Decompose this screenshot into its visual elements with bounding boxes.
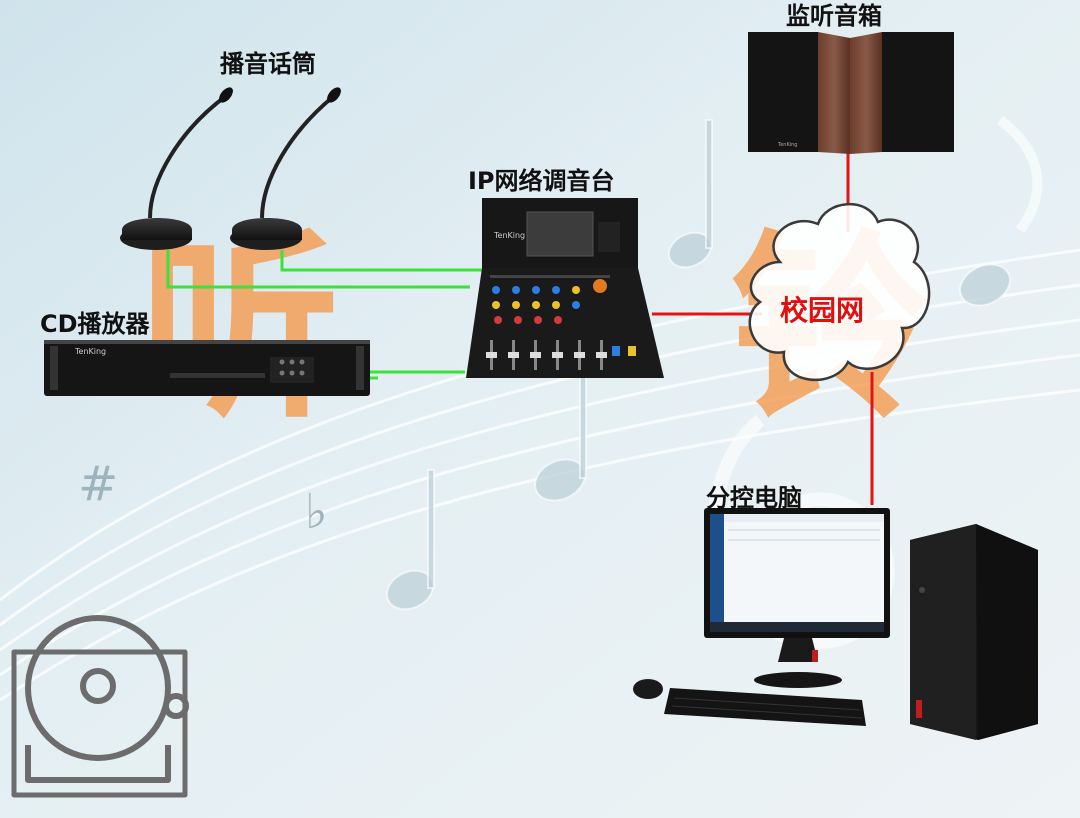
mixer-brand-label: TenKing — [493, 231, 525, 240]
svg-text:#: # — [78, 456, 118, 512]
mixer-knobs — [492, 279, 607, 324]
local-links — [166, 250, 482, 380]
label-network: 校园网 — [780, 294, 864, 327]
microphone-1 — [120, 87, 233, 250]
sharp-flat-decoration: # ♭ — [78, 456, 328, 540]
speaker-device: TenKing — [748, 32, 954, 154]
mixer-faders — [486, 340, 636, 370]
label-pc: 分控电脑 — [706, 484, 802, 512]
cd-brand-label: TenKing — [74, 347, 106, 356]
pc-monitor — [704, 508, 890, 688]
microphone-2 — [230, 87, 341, 250]
label-microphone: 播音话筒 — [220, 50, 316, 78]
svg-text:♭: ♭ — [305, 484, 328, 540]
network-cloud — [748, 203, 931, 382]
cd-player-device: TenKing — [44, 340, 370, 396]
mixer-device: TenKing — [466, 198, 664, 378]
bell-icon — [11, 615, 189, 798]
pc-tower — [910, 524, 1038, 740]
mic-2-to-mixer-link — [280, 250, 482, 272]
keyboard-mouse — [633, 679, 866, 726]
label-speaker: 监听音箱 — [786, 2, 882, 30]
mic-1-to-mixer-link — [166, 250, 470, 289]
speaker-brand-label: TenKing — [777, 142, 797, 148]
label-mixer: IP网络调音台 — [468, 167, 615, 195]
label-cd-player: CD播放器 — [40, 310, 151, 338]
